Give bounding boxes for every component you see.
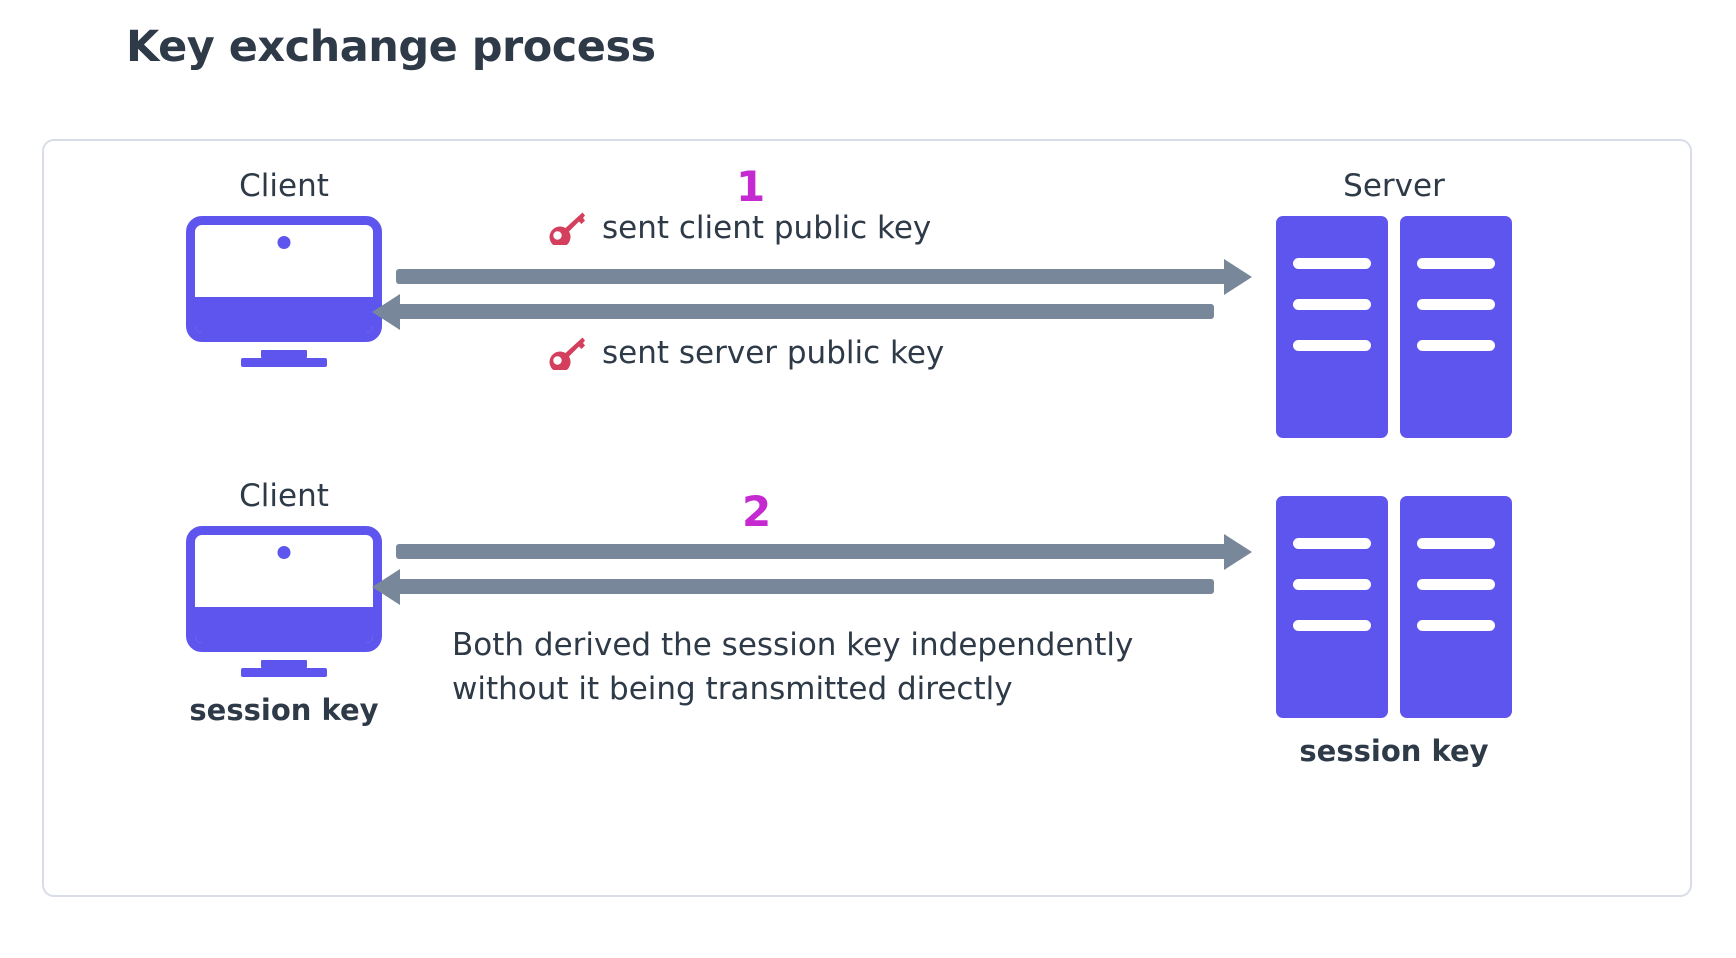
message-server-public-key: sent server public key [544,336,944,370]
server-box-left [1276,496,1388,718]
monitor-camera-dot [277,546,291,559]
monitor-icon [186,526,382,652]
diagram-card: Client 1 sent client public key [42,139,1692,897]
server-node-step1: Server [1244,171,1544,438]
server-slot [1293,299,1371,310]
monitor-foot [241,668,327,677]
server-box-right [1400,216,1512,438]
server-icon [1244,496,1544,718]
server-box-left [1276,216,1388,438]
client-label: Client [239,168,329,204]
server-slot [1293,340,1371,351]
server-slot [1293,538,1371,549]
arrow-left-head [372,294,400,330]
server-slot [1417,299,1495,310]
server-slot [1417,340,1495,351]
key-icon [544,336,586,370]
client-label: Client [239,478,329,514]
arrow-left-shaft [372,294,1214,330]
message-text: sent client public key [602,209,932,246]
server-label: Server [1343,168,1445,204]
arrow-right-shaft [396,259,1252,295]
arrow-right-shaft [396,534,1252,570]
monitor-icon [186,216,382,342]
message-client-public-key: sent client public key [544,211,931,245]
server-node-step2: session key [1244,496,1544,768]
server-slot [1417,538,1495,549]
step-2-row: Client session key 2 Both derived the [44,461,1690,801]
server-slot [1417,579,1495,590]
step-number-1: 1 [736,162,766,211]
server-icon [1244,216,1544,438]
arrow-right-head [1224,259,1252,295]
client-node-step1: Client [154,171,414,367]
server-slot [1417,620,1495,631]
server-slot [1293,579,1371,590]
monitor-neck [261,660,307,668]
note-line-2: without it being transmitted directly [452,671,1013,708]
step-number-2: 2 [742,487,772,536]
monitor-neck [261,350,307,358]
monitor-camera-dot [277,236,291,249]
monitor-base [195,607,373,643]
server-slot [1417,258,1495,269]
key-icon [544,211,586,245]
page-title: Key exchange process [126,22,656,72]
arrow-left-head [372,569,400,605]
note-line-1: Both derived the session key independent… [452,627,1134,663]
client-node-step2: Client session key [154,481,414,727]
client-session-key-label: session key [189,693,379,727]
arrow-right-head [1224,534,1252,570]
step-1-row: Client 1 sent client public key [44,151,1690,491]
message-text: sent server public key [602,334,945,371]
server-session-key-label: session key [1299,734,1489,768]
server-slot [1293,258,1371,269]
monitor-base [195,297,373,333]
server-box-right [1400,496,1512,718]
server-slot [1293,620,1371,631]
monitor-foot [241,358,327,367]
arrow-left-shaft [372,569,1214,605]
session-key-note: Both derived the session key independent… [452,623,1133,711]
